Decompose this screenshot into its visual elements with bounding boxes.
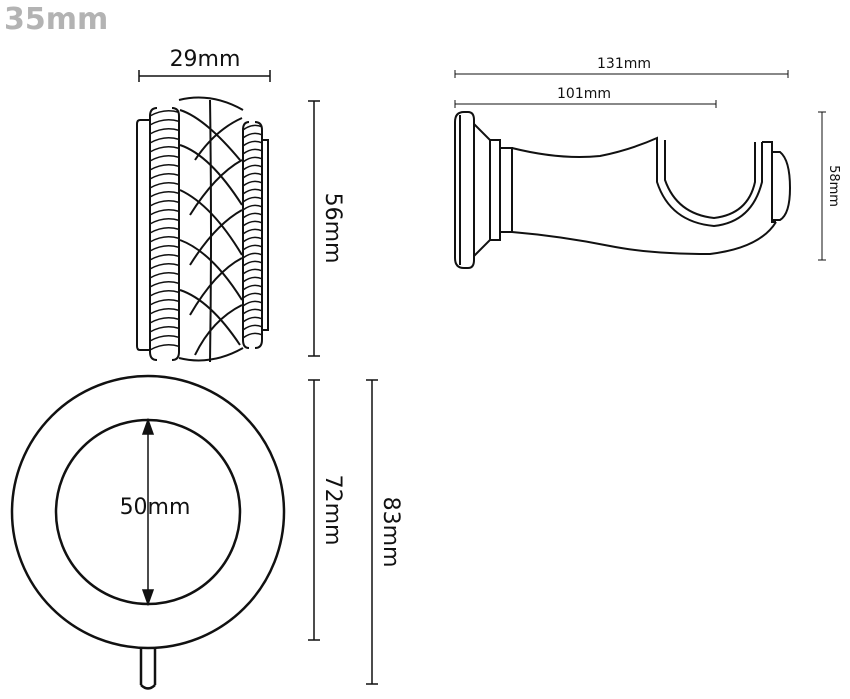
rope-twist xyxy=(242,140,263,147)
rope-twist xyxy=(149,245,180,252)
rope-twist xyxy=(242,316,263,323)
rope-twist xyxy=(149,209,180,216)
rope-twist xyxy=(242,156,263,163)
rope-twist xyxy=(149,218,180,225)
rope-twist xyxy=(242,148,263,155)
rope-twist xyxy=(149,263,180,270)
rope-twist xyxy=(149,290,180,297)
rope-twist xyxy=(242,268,263,275)
rope-twist xyxy=(149,110,180,117)
rope-twist xyxy=(149,128,180,135)
mid-diameter-label: 72mm xyxy=(320,475,345,546)
rope-twist xyxy=(242,276,263,283)
rope-twist xyxy=(242,180,263,187)
rope-twist xyxy=(149,308,180,315)
width-dimension xyxy=(138,70,271,82)
bracket-side-view xyxy=(454,111,792,269)
braided-ring-side-view xyxy=(136,96,269,363)
bracket-length-dimension xyxy=(454,70,789,78)
rope-twist xyxy=(149,182,180,189)
rope-twist xyxy=(242,188,263,195)
rope-twist xyxy=(149,146,180,153)
rope-twist xyxy=(242,212,263,219)
ring-width-label: 29mm xyxy=(170,47,241,72)
bracket-projection-label: 101mm xyxy=(557,86,611,102)
rope-twist xyxy=(242,236,263,243)
rope-twist xyxy=(149,326,180,333)
rope-twist xyxy=(149,200,180,207)
rope-twist xyxy=(242,124,263,131)
rope-twist xyxy=(242,228,263,235)
rope-twist xyxy=(242,244,263,251)
ring-height-label: 56mm xyxy=(320,193,345,264)
rope-twist xyxy=(242,132,263,139)
rope-twist xyxy=(149,164,180,171)
rope-twist xyxy=(242,332,263,339)
inner-diameter-label: 50mm xyxy=(120,495,191,520)
rope-twist xyxy=(149,191,180,198)
rope-twist xyxy=(242,252,263,259)
rope-twist xyxy=(242,284,263,291)
rope-twist xyxy=(149,335,180,342)
outer-diameter-dimension xyxy=(366,379,378,685)
rope-twist xyxy=(149,137,180,144)
rope-twist xyxy=(242,300,263,307)
size-title: 35mm xyxy=(4,2,109,37)
rope-twist xyxy=(149,254,180,261)
rope-twist xyxy=(242,164,263,171)
bracket-height-label: 58mm xyxy=(826,165,841,207)
rope-twist xyxy=(242,196,263,203)
rope-twist xyxy=(149,272,180,279)
rope-twist xyxy=(149,227,180,234)
rope-twist-group xyxy=(149,110,263,351)
rope-twist xyxy=(242,204,263,211)
inner-diameter-arrow xyxy=(141,417,155,607)
rope-twist xyxy=(149,281,180,288)
rope-twist xyxy=(149,344,180,351)
rope-twist xyxy=(242,292,263,299)
rope-twist xyxy=(242,172,263,179)
height-dimension xyxy=(308,100,320,357)
rope-twist xyxy=(242,308,263,315)
rope-twist xyxy=(242,260,263,267)
rope-twist xyxy=(149,173,180,180)
rope-twist xyxy=(149,317,180,324)
rope-twist xyxy=(149,119,180,126)
rope-twist xyxy=(242,324,263,331)
bracket-projection-dimension xyxy=(454,100,717,108)
rope-twist xyxy=(149,236,180,243)
outer-diameter-label: 83mm xyxy=(378,497,403,568)
rope-twist xyxy=(149,299,180,306)
rope-twist xyxy=(242,220,263,227)
bracket-length-label: 131mm xyxy=(597,56,651,72)
bracket-height-dimension xyxy=(818,111,826,261)
mid-diameter-dimension xyxy=(308,379,320,641)
rope-twist xyxy=(149,155,180,162)
